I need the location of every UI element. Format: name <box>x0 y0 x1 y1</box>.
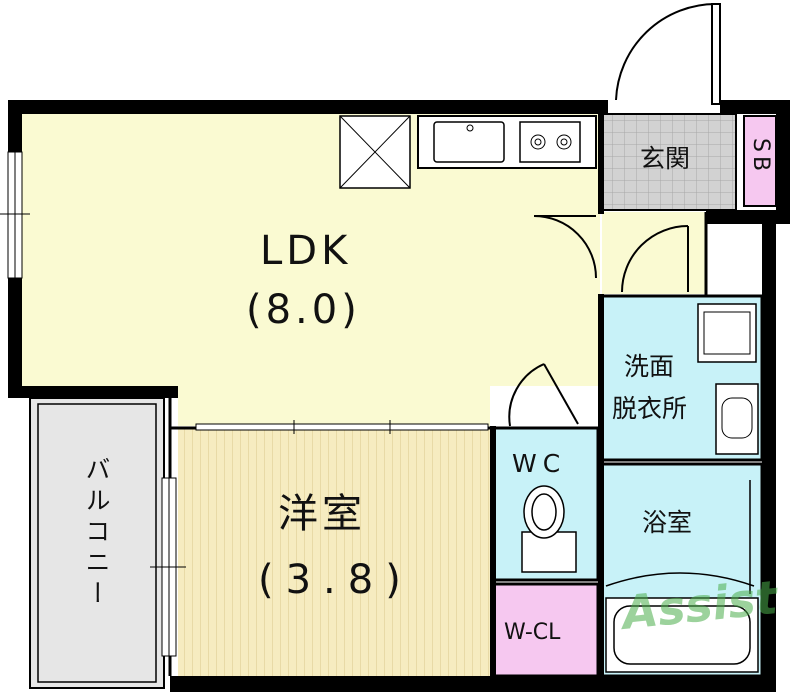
balcony-label: バルコニー <box>82 456 111 611</box>
ldk-size-label: (8.0) <box>246 287 361 333</box>
shoe-box-label: SB <box>748 138 773 176</box>
front-door <box>615 2 721 105</box>
sink-icon <box>433 121 505 163</box>
vanity-sink <box>715 383 759 455</box>
stove-icon <box>519 121 581 163</box>
entrance-wall-right <box>776 100 790 210</box>
outer-wall-top <box>8 100 608 114</box>
ldk-floor-lower <box>178 386 490 426</box>
wc-label: WC <box>512 449 567 478</box>
hall-door-ldk <box>533 215 597 279</box>
washroom-label-line1: 洗面 <box>624 352 675 381</box>
western-size-label: (3.8) <box>258 557 413 603</box>
entrance-floor <box>601 113 737 211</box>
washroom-label-line2: 脱衣所 <box>612 394 688 423</box>
closet-floor <box>492 582 600 678</box>
toilet-icon <box>521 485 577 573</box>
washer-space <box>697 303 757 363</box>
entrance-label: 玄関 <box>640 144 691 173</box>
closet-label: W-CL <box>504 620 561 645</box>
wc-door <box>508 363 545 427</box>
western-name-label: 洋室 <box>278 491 366 537</box>
bathtub-icon <box>605 480 759 673</box>
ldk-name-label: LDK <box>260 228 352 274</box>
outer-wall-right <box>762 210 776 692</box>
shoe-box <box>743 115 777 207</box>
hall-floor <box>602 212 706 294</box>
balcony-floor <box>29 397 165 689</box>
hall-door-wash <box>621 225 689 293</box>
western-floor <box>178 428 490 676</box>
bathroom-label: 浴室 <box>642 508 693 537</box>
outer-wall-bottom <box>170 676 776 692</box>
outer-wall-step <box>8 386 178 398</box>
entrance-wall-top <box>720 100 778 114</box>
entrance-wall-lower <box>706 210 790 224</box>
sliding-door-western <box>195 423 489 431</box>
